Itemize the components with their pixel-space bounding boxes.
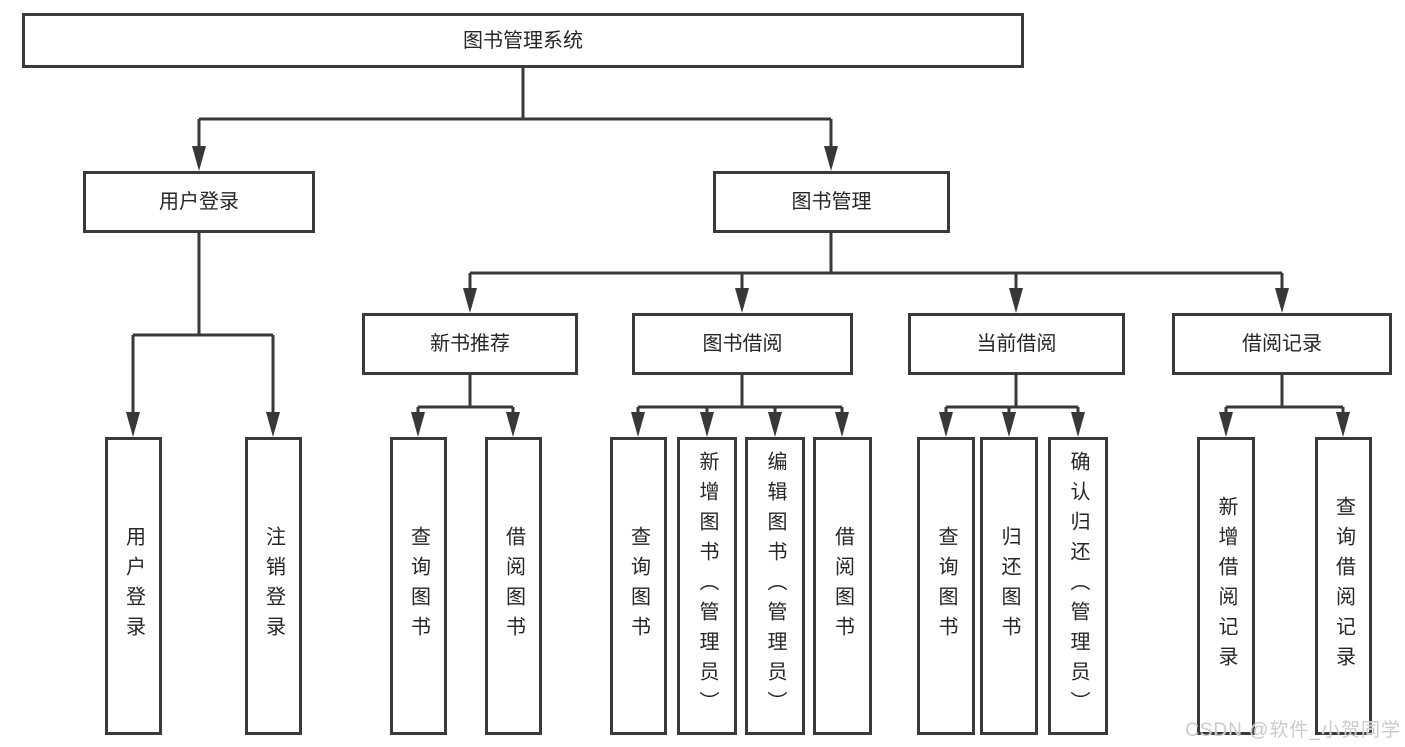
arrow-icon (1071, 412, 1085, 437)
node-leaf-current-confirm-return-admin: 确认归还（管理员） (1048, 437, 1108, 735)
leaf-label: 借阅图书 (502, 526, 525, 646)
node-leaf-user-login: 用户登录 (105, 437, 162, 735)
leaf-label: 注销登录 (262, 526, 285, 646)
arrow-icon (126, 412, 140, 437)
node-leaf-records-query-record: 查询借阅记录 (1315, 437, 1372, 735)
arrow-icon (1336, 412, 1350, 437)
leaf-label: 用户登录 (122, 526, 145, 646)
arrow-icon (835, 412, 849, 437)
node-leaf-current-return-books: 归还图书 (980, 437, 1038, 735)
arrow-icon (768, 412, 782, 437)
leaf-label: 编辑图书（管理员） (764, 451, 786, 721)
arrowheads (126, 146, 1350, 437)
node-leaf-logout: 注销登录 (245, 437, 302, 735)
node-leaf-borrow-borrow-books: 借阅图书 (813, 437, 872, 735)
node-leaf-borrow-add-books-admin: 新增图书（管理员） (677, 437, 737, 735)
node-leaf-current-query-books: 查询图书 (917, 437, 975, 735)
wire-bookmgmt-to-level3 (468, 233, 1284, 292)
node-book-borrowing: 图书借阅 (632, 313, 853, 375)
arrow-icon (700, 412, 714, 437)
node-leaf-borrow-query-books: 查询图书 (610, 437, 667, 735)
leaf-label: 查询借阅记录 (1332, 496, 1355, 676)
node-leaf-recommend-query-books: 查询图书 (390, 437, 447, 735)
csdn-watermark: CSDN @软件_小贺同学 (1185, 720, 1401, 741)
wire-borrow-to-leaves (636, 375, 844, 420)
arrow-icon (939, 412, 953, 437)
node-user-login-module: 用户登录 (83, 171, 315, 233)
node-book-management-module: 图书管理 (713, 171, 950, 233)
arrow-icon (463, 288, 477, 313)
arrow-icon (1002, 412, 1016, 437)
node-leaf-borrow-edit-books-admin: 编辑图书（管理员） (745, 437, 805, 735)
leaf-label: 查询图书 (407, 526, 430, 646)
leaf-label: 查询图书 (935, 526, 957, 646)
node-leaf-recommend-borrow-books: 借阅图书 (485, 437, 542, 735)
leaf-label: 查询图书 (627, 526, 650, 646)
arrow-icon (1219, 412, 1233, 437)
arrow-icon (1275, 288, 1289, 313)
node-system-root: 图书管理系统 (22, 13, 1024, 68)
leaf-label: 新增图书（管理员） (696, 451, 718, 721)
leaf-label: 借阅图书 (831, 526, 854, 646)
arrow-icon (824, 146, 838, 171)
leaf-label: 新增借阅记录 (1215, 496, 1237, 676)
node-leaf-records-add-record: 新增借阅记录 (1197, 437, 1255, 735)
leaf-label: 确认归还（管理员） (1067, 451, 1089, 721)
wire-records-to-leaves (1224, 375, 1345, 420)
arrow-icon (506, 412, 520, 437)
arrow-icon (631, 412, 645, 437)
node-current-borrowing: 当前借阅 (908, 313, 1125, 375)
arrow-icon (1009, 288, 1023, 313)
arrow-icon (192, 146, 206, 171)
arrow-icon (735, 288, 749, 313)
node-new-book-recommend: 新书推荐 (362, 313, 578, 375)
arrow-icon (266, 412, 280, 437)
node-borrowing-records: 借阅记录 (1172, 313, 1392, 375)
leaf-label: 归还图书 (998, 526, 1020, 646)
arrow-icon (411, 412, 425, 437)
wire-recommend-to-leaves (416, 375, 515, 420)
wire-root-to-level2 (197, 68, 833, 150)
wire-userlogin-to-leaves (131, 233, 275, 420)
